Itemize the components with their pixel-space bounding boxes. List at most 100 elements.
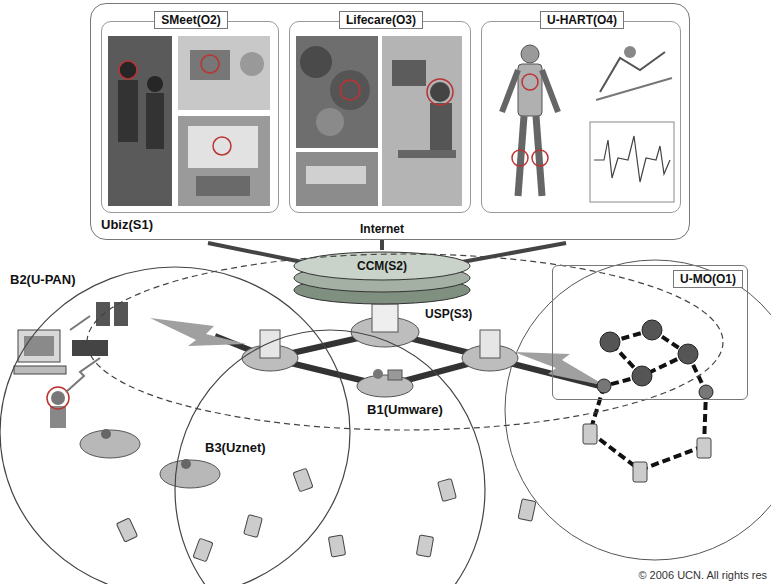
uznet-devices — [116, 518, 137, 542]
mobile-network-box: U-MO(O1) — [552, 265, 748, 400]
meeting-photo — [146, 93, 164, 149]
server-node — [388, 370, 402, 380]
body-sensor-figure — [600, 52, 665, 92]
lifecare-photo — [296, 36, 378, 148]
server-node — [372, 304, 398, 332]
node-label: U-MO(O1) — [673, 270, 743, 288]
ccm-layer-stack-outline — [292, 250, 472, 306]
node-label: B3(Uznet) — [205, 440, 266, 455]
server-node — [373, 369, 383, 379]
lifecare-photo — [296, 152, 378, 206]
uznet-devices — [293, 468, 313, 492]
server-node — [357, 375, 413, 397]
lifecare-photo — [296, 36, 462, 206]
body-sensor-figure — [594, 136, 670, 182]
upan-devices — [70, 316, 90, 330]
upan-devices — [101, 429, 111, 439]
umo-mesh — [640, 446, 704, 470]
network-label: Internet — [360, 222, 404, 236]
upan-devices — [51, 391, 65, 405]
copyright-watermark: © 2006 UCN. All rights res — [638, 569, 767, 581]
upan-devices — [18, 330, 60, 362]
server-node — [480, 330, 500, 358]
body-sensor-figure — [518, 64, 542, 116]
body-sensor-figure — [502, 70, 518, 112]
meeting-photo — [178, 116, 270, 206]
node-label: Ubiz(S1) — [101, 217, 153, 232]
server-node — [242, 304, 518, 397]
umo-mesh — [678, 344, 698, 364]
umo-mesh — [633, 462, 647, 482]
lifecare-photo — [392, 60, 426, 86]
server-node — [260, 330, 280, 358]
uznet-devices — [193, 538, 213, 562]
node-label: U-HART(O4) — [540, 11, 624, 29]
ccm-layer — [294, 252, 470, 280]
lifecare-photo — [398, 150, 456, 158]
body-sensor-figure — [522, 74, 538, 90]
network-connector — [380, 240, 384, 250]
middleware-region-outline — [87, 254, 723, 430]
umo-area-circle — [505, 260, 771, 560]
upan-devices — [160, 460, 220, 488]
uznet-devices — [438, 479, 457, 502]
pan-area-circle-outline — [0, 267, 350, 584]
upan-devices — [47, 387, 69, 409]
pan-area-circle-outline — [0, 262, 350, 584]
body-sensor-figure — [502, 45, 674, 202]
upan-devices — [72, 340, 108, 356]
lifecare-photo — [382, 36, 462, 206]
wireless-arrow — [150, 318, 246, 346]
node-label: SMeet(O2) — [154, 11, 227, 29]
meeting-photo — [119, 61, 137, 79]
node-label: B2(U-PAN) — [10, 272, 75, 287]
internet-link — [208, 243, 302, 262]
lifecare-photo — [300, 46, 332, 78]
lifecare-photo — [306, 166, 366, 184]
application-panel: U-HART(O4) — [481, 21, 681, 213]
pan-area-circle: B2(U-PAN) — [0, 262, 350, 584]
node-label: B1(Umware) — [367, 402, 443, 417]
uznet-devices — [416, 535, 433, 557]
upan-devices — [181, 459, 191, 469]
lifecare-photo — [316, 108, 344, 136]
lifecare-photo — [340, 80, 360, 100]
wireless-arrow — [514, 352, 606, 386]
umo-mesh — [583, 424, 597, 444]
umo-mesh — [632, 366, 652, 386]
lifecare-photo — [427, 79, 453, 105]
upan-devices — [66, 358, 100, 392]
umo-mesh — [600, 332, 620, 352]
upan-devices — [14, 302, 220, 488]
meeting-photo — [108, 36, 172, 206]
application-panel: Lifecare(O3) — [289, 21, 471, 213]
upan-devices — [14, 366, 66, 374]
zone-network-circle-outline — [175, 330, 485, 584]
meeting-photo — [190, 50, 230, 80]
upan-devices — [114, 302, 128, 326]
meeting-photo — [201, 55, 219, 73]
meeting-photo — [178, 36, 270, 110]
umo-area-circle — [505, 260, 771, 560]
lifecare-photo — [430, 103, 452, 151]
network-label-holder: Internet — [360, 222, 404, 236]
node-label: CCM(S2) — [357, 259, 407, 273]
body-sensor-figure — [624, 46, 636, 58]
body-sensor-figure — [532, 150, 548, 166]
body-sensor-figure — [596, 78, 672, 100]
ccm-layer-stack: CCM(S2) — [292, 250, 472, 306]
umo-mesh — [697, 438, 711, 458]
uznet-devices — [244, 515, 263, 538]
copyright-watermark-holder: © 2006 UCN. All rights res — [638, 569, 767, 581]
meeting-photo — [147, 76, 163, 92]
middleware-region: B1(Umware) — [85, 252, 725, 432]
meeting-photo — [213, 137, 231, 155]
umo-mesh — [642, 320, 662, 340]
meeting-photo — [118, 80, 138, 142]
body-sensor-figure — [521, 45, 539, 63]
service-panel: Ubiz(S1)SMeet(O2)Lifecare(O3)U-HART(O4) — [90, 3, 690, 240]
meeting-photo — [108, 36, 270, 206]
upan-devices — [80, 430, 140, 458]
application-panel: SMeet(O2) — [101, 21, 279, 213]
